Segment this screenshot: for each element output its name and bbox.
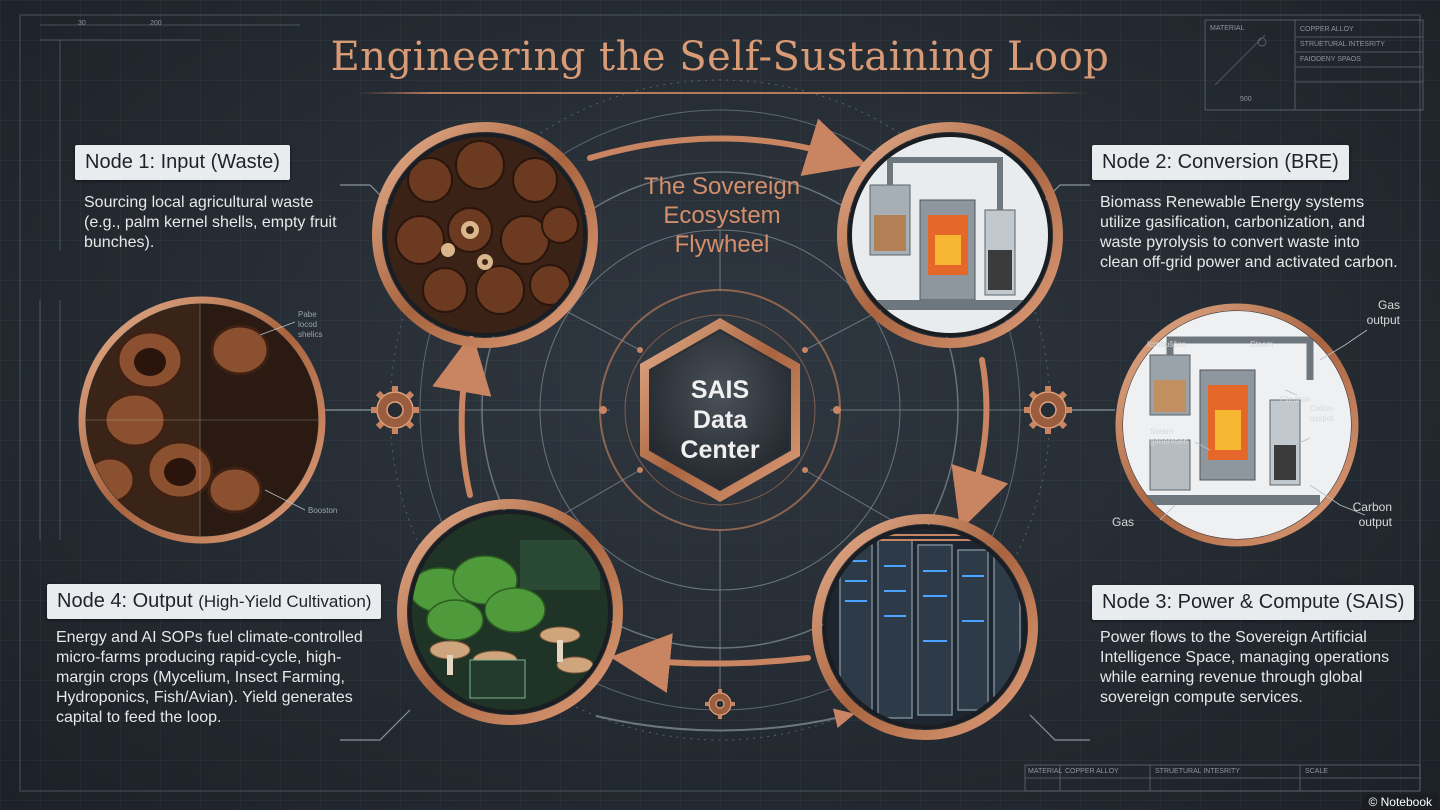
flow-arrows — [432, 118, 1009, 693]
flywheel-line-1: The Sovereign — [643, 173, 801, 200]
node-1-label: Node 1: Input (Waste) — [75, 145, 290, 180]
bottom-cell-4: SCALE — [1305, 768, 1328, 775]
callout-lines — [259, 321, 1368, 521]
spec-row-2: STRUETURAL INTESRITY — [1300, 41, 1385, 48]
callout-steam-generation: Steam generetien — [1150, 427, 1188, 446]
gear-icon-right — [1024, 386, 1072, 434]
callout-gas: Gas — [1112, 515, 1135, 529]
connector-lines — [325, 184, 1115, 741]
callout-steam: Steam — [1250, 340, 1274, 349]
node-rims — [78, 122, 1359, 740]
bre-plant-image — [1123, 311, 1351, 539]
hub-hexagon — [640, 318, 800, 502]
bottom-table — [1024, 764, 1421, 792]
hub-line-1: SAIS — [690, 376, 750, 404]
hub-label: SAIS Data Center — [640, 375, 800, 465]
flywheel-line-2: Ecosystem — [663, 202, 781, 229]
node-4-label-main: Node 4: Output — [57, 590, 193, 612]
node-4-label-sub: (High-Yield Cultivation) — [198, 592, 372, 611]
node-1-description: Sourcing local agricultural waste (e.g.,… — [84, 194, 337, 251]
spec-dim: 500 — [1240, 96, 1252, 103]
flywheel-line-3: Flywheel — [674, 231, 770, 258]
title-divider — [358, 92, 1088, 94]
husks-soil-image — [86, 304, 318, 536]
node-3-label: Node 3: Power & Compute (SAIS) — [1092, 585, 1415, 620]
gear-icon-left — [371, 386, 419, 434]
bottom-cell-1: MATERIAL — [1028, 768, 1063, 775]
callout-gas-output: Gas output — [1366, 298, 1400, 327]
callout-combustion: Icrobuščon — [1147, 340, 1187, 349]
palm-kernel-image — [387, 137, 583, 333]
callout-carbon-output: Carbon output — [1352, 500, 1392, 529]
gasifier-image — [852, 137, 1048, 333]
node-2-label: Node 2: Conversion (BRE) — [1092, 145, 1349, 180]
spec-table — [1204, 19, 1424, 111]
node-2-description: Biomass Renewable Energy systems utilize… — [1100, 194, 1398, 271]
dim-30: 30 — [78, 20, 86, 27]
gear-icon-bottom — [705, 689, 735, 719]
callout-booston: Booston — [308, 506, 338, 515]
page-title: Engineering the Self-Sustaining Loop — [330, 34, 1110, 80]
hub-line-3: Center — [680, 436, 760, 464]
server-racks-image — [827, 529, 1023, 725]
node-4-description: Energy and AI SOPs fuel climate-controll… — [56, 629, 363, 726]
hub-line-2: Data — [692, 406, 748, 434]
spec-row-1: COPPER ALLOY — [1300, 26, 1354, 33]
micro-farm-image — [412, 514, 608, 710]
callout-palm-shells: Pabe locod shelics — [298, 310, 323, 339]
callout-carbon-support: Celion usspot — [1310, 404, 1334, 423]
bottom-cell-2: COPPER ALLOY — [1065, 768, 1119, 775]
return-arrow — [595, 708, 855, 732]
rivets — [599, 347, 841, 473]
spec-table-header: MATERIAL — [1210, 25, 1245, 32]
node-4-label: Node 4: Output (High-Yield Cultivation) — [47, 584, 382, 619]
spec-row-3: FAIODENY SPAOS — [1300, 56, 1361, 63]
flywheel-heading: The Sovereign Ecosystem Flywheel — [612, 172, 832, 259]
node-3-description: Power flows to the Sovereign Artificial … — [1100, 629, 1390, 706]
bottom-cell-3: STRUETURAL INTESRITY — [1155, 768, 1240, 775]
watermark: © Notebook — [1362, 794, 1438, 810]
dim-200: 200 — [150, 20, 162, 27]
blueprint-frame — [19, 14, 1421, 792]
callout-filtration: Filtration — [1280, 395, 1311, 404]
